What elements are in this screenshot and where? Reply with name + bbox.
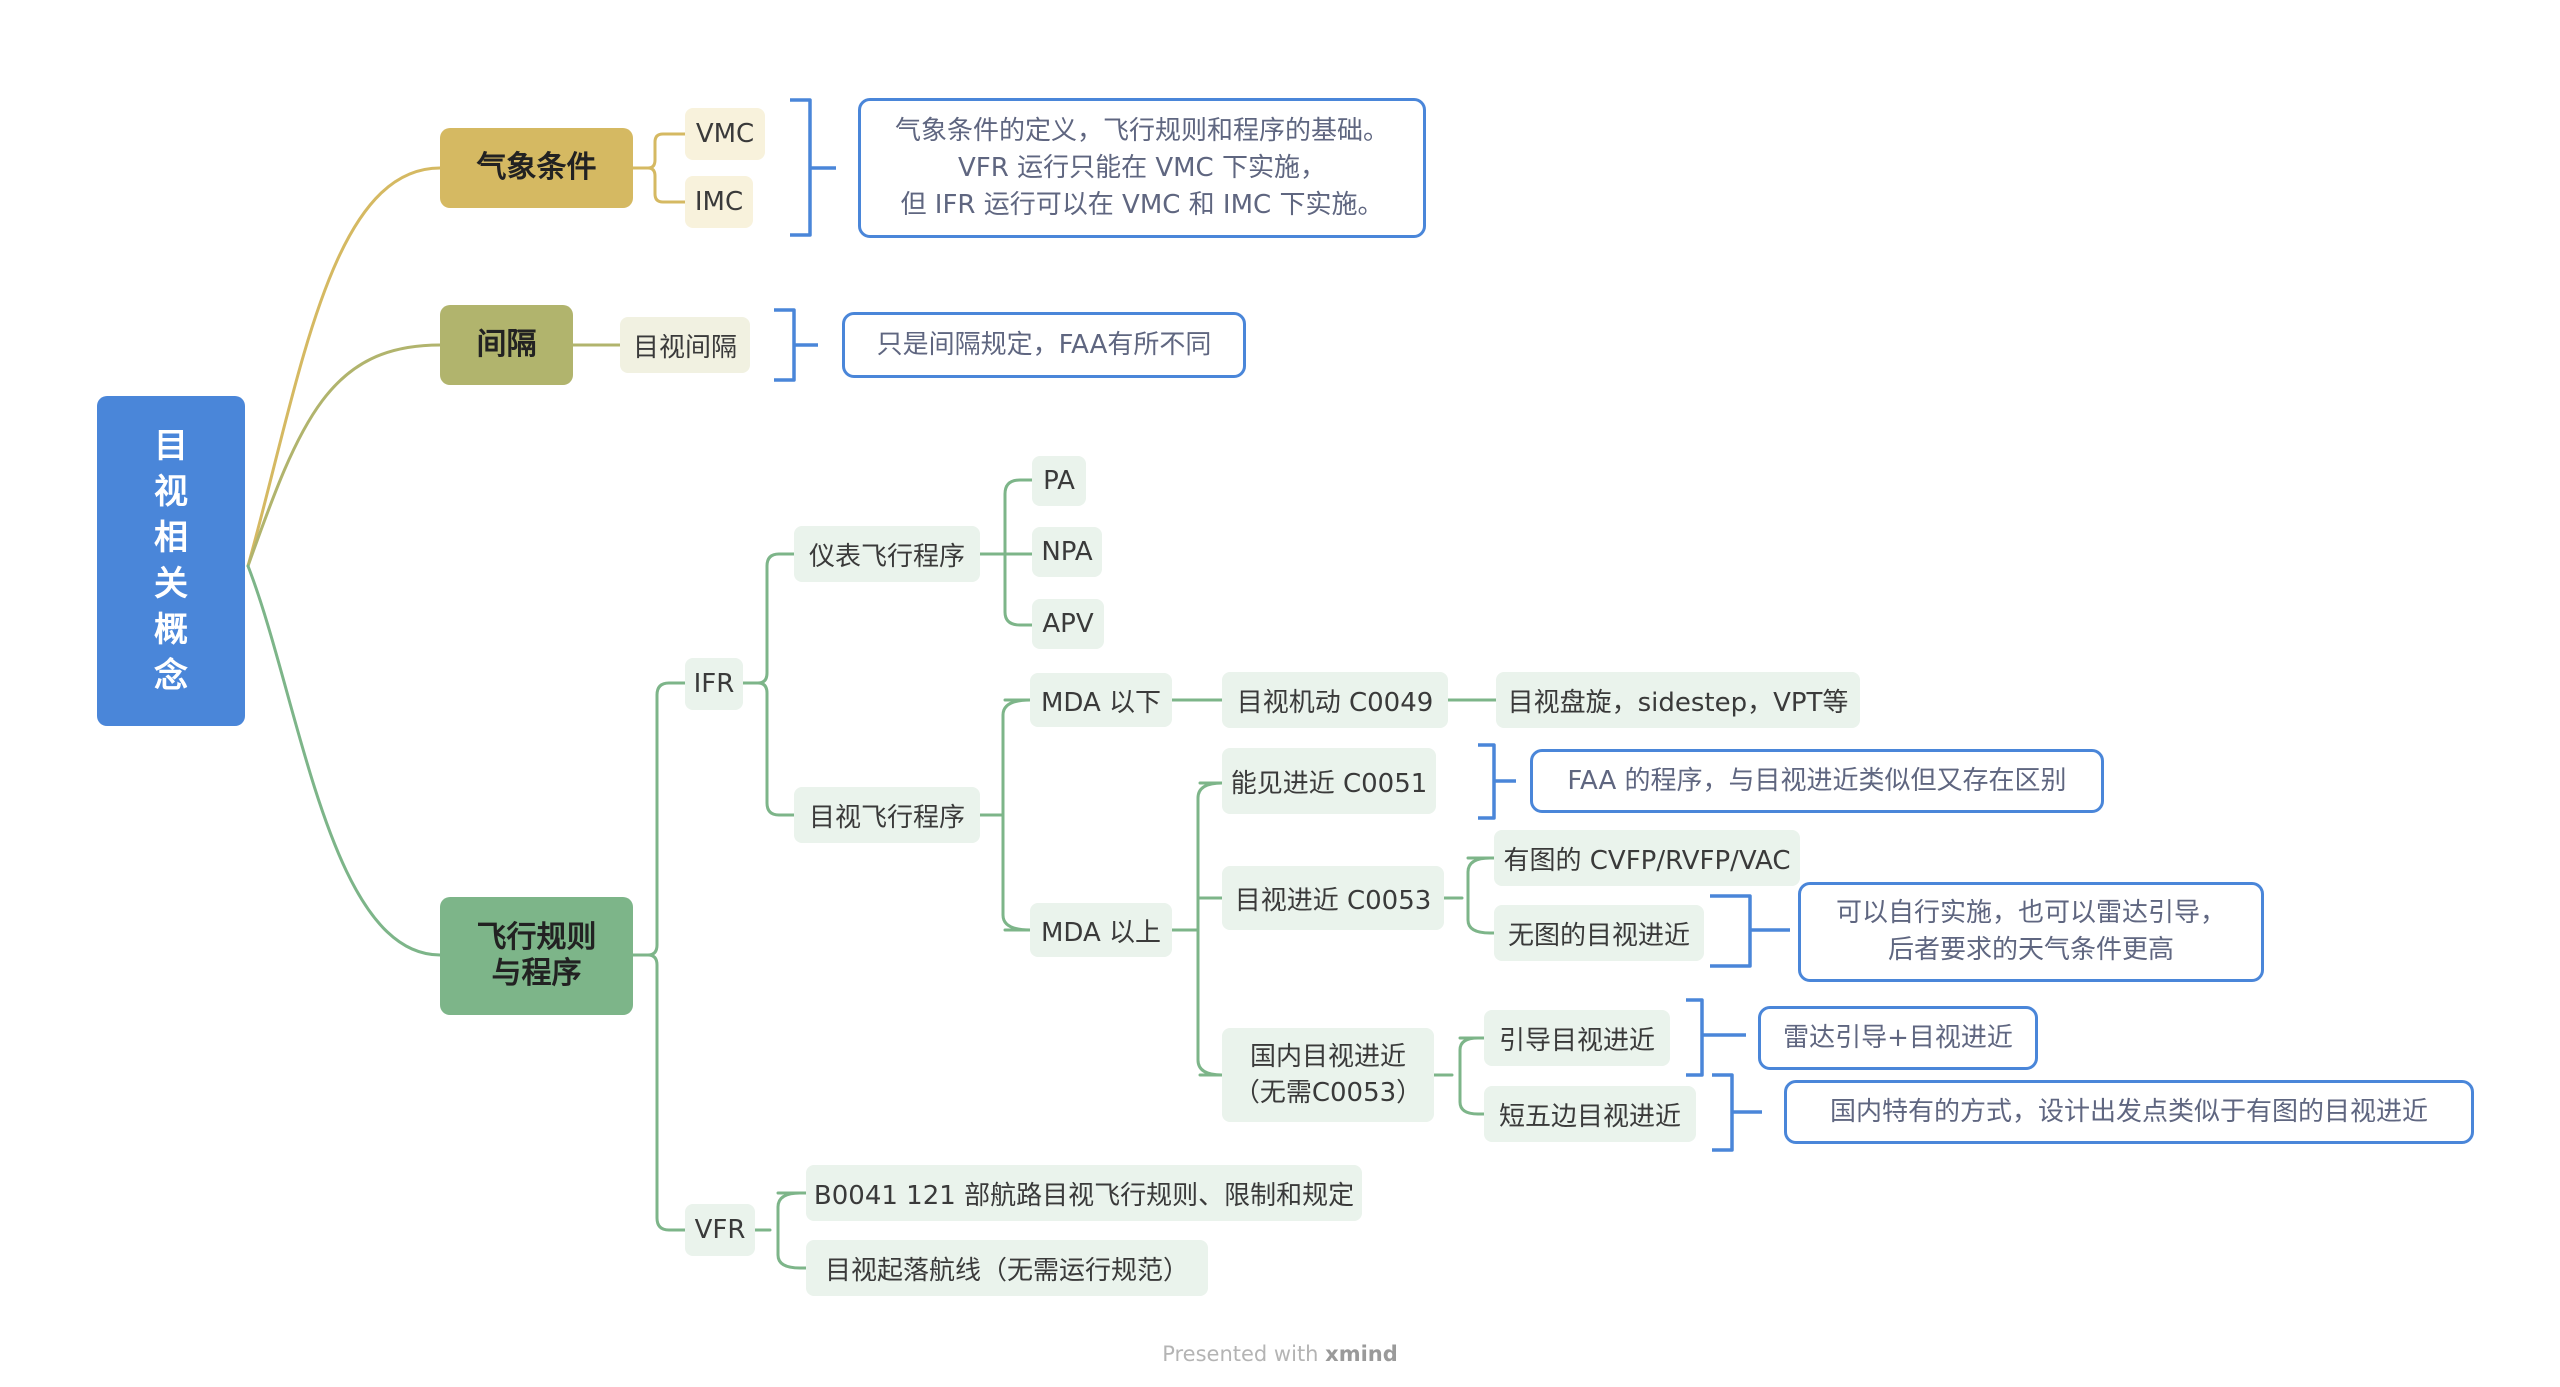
root-char: 念 [154, 656, 188, 696]
connector-approach-children [1442, 856, 1496, 935]
topic-domestic-line: 国内目视进近 [1249, 1042, 1406, 1072]
root-char: 目 [154, 426, 188, 466]
topic-visual-procedures[interactable]: 目视飞行程序 [794, 787, 980, 843]
topic-visual-maneuver[interactable]: 目视机动 C0049 [1222, 672, 1448, 728]
root-topic[interactable]: 目 视 相 关 概 念 [97, 396, 245, 726]
topic-charted-approach[interactable]: 有图的 CVFP/RVFP/VAC [1494, 830, 1800, 886]
root-char: 相 [154, 518, 188, 558]
connector-ifr-instrument [741, 552, 796, 685]
topic-rules-line: 飞行规则 [476, 920, 597, 955]
connector-rules-ifr [631, 681, 687, 957]
note-line: 气象条件的定义，飞行规则和程序的基础。 [894, 115, 1389, 146]
topic-rules[interactable]: 飞行规则 与程序 [440, 897, 633, 1015]
topic-visual-approach[interactable]: 目视进近 C0053 [1222, 866, 1444, 930]
topic-short-final-approach[interactable]: 短五边目视进近 [1484, 1086, 1696, 1142]
bracket-guided [1686, 998, 1746, 1077]
connector-root-spacing [246, 343, 442, 568]
note-short-final-approach[interactable]: 国内特有的方式，设计出发点类似于有图的目视进近 [1784, 1080, 2474, 1144]
note-line: 后者要求的天气条件更高 [1887, 935, 2174, 965]
topic-domestic-approach[interactable]: 国内目视进近 （无需C0053） [1222, 1028, 1434, 1122]
connector-vfr-children [753, 1191, 808, 1270]
topic-ifr[interactable]: IFR [685, 658, 743, 710]
root-char: 视 [154, 472, 188, 512]
connector-root-weather [246, 166, 442, 568]
topic-below-mda[interactable]: MDA 以下 [1030, 673, 1172, 727]
topic-imc[interactable]: IMC [685, 176, 753, 228]
bracket-contact [1478, 743, 1516, 820]
connector-domestic-children [1432, 1036, 1486, 1116]
connector-root-rules [246, 564, 442, 957]
topic-vmc[interactable]: VMC [685, 108, 765, 160]
topic-npa[interactable]: NPA [1032, 527, 1102, 577]
connector-rules-vfr [646, 953, 687, 1232]
footer-credit: Presented with xmind [1000, 1342, 1560, 1366]
note-line: 但 IFR 运行可以在 VMC 和 IMC 下实施。 [900, 189, 1384, 220]
topic-visual-separation[interactable]: 目视间隔 [620, 317, 750, 373]
note-line: VFR 运行只能在 VMC 下实施， [958, 152, 1326, 183]
topic-uncharted-approach[interactable]: 无图的目视进近 [1494, 905, 1704, 961]
note-line: 可以自行实施，也可以雷达引导， [1835, 898, 2226, 928]
connector-weather-vmc [631, 132, 687, 170]
topic-b0041[interactable]: B0041 121 部航路目视飞行规则、限制和规定 [806, 1165, 1362, 1221]
topic-weather[interactable]: 气象条件 [440, 128, 633, 208]
footer-prefix: Presented with [1162, 1342, 1326, 1366]
topic-pa[interactable]: PA [1032, 456, 1086, 506]
bracket-uncharted [1710, 894, 1790, 968]
footer-brand: xmind [1325, 1342, 1398, 1366]
connector-ifr-visual [756, 681, 796, 817]
root-char: 概 [154, 610, 188, 650]
topic-instrument-procedures[interactable]: 仪表飞行程序 [794, 526, 980, 582]
connector-above-children [1170, 781, 1224, 1077]
topic-domestic-line: （无需C0053） [1233, 1078, 1423, 1108]
topic-guided-approach[interactable]: 引导目视进近 [1484, 1010, 1670, 1066]
note-guided-approach[interactable]: 雷达引导+目视进近 [1758, 1006, 2038, 1070]
topic-maneuver-detail[interactable]: 目视盘旋，sidestep，VPT等 [1496, 672, 1860, 728]
connector-instrument-items [978, 478, 1034, 627]
connector-weather-imc [646, 166, 687, 204]
bracket-weather [790, 98, 836, 237]
note-contact-approach[interactable]: FAA 的程序，与目视进近类似但又存在区别 [1530, 749, 2104, 813]
connector-visual-mda [978, 698, 1032, 932]
topic-apv[interactable]: APV [1032, 599, 1104, 649]
note-weather[interactable]: 气象条件的定义，飞行规则和程序的基础。 VFR 运行只能在 VMC 下实施， 但… [858, 98, 1426, 238]
root-char: 关 [154, 564, 188, 604]
bracket-spacing [774, 308, 818, 382]
topic-visual-traffic-pattern[interactable]: 目视起落航线（无需运行规范） [806, 1240, 1208, 1296]
topic-vfr[interactable]: VFR [685, 1204, 755, 1256]
topic-spacing[interactable]: 间隔 [440, 305, 573, 385]
topic-rules-line: 与程序 [491, 956, 582, 991]
note-spacing[interactable]: 只是间隔规定，FAA有所不同 [842, 312, 1246, 378]
topic-contact-approach[interactable]: 能见进近 C0051 [1222, 748, 1436, 814]
note-uncharted-approach[interactable]: 可以自行实施，也可以雷达引导， 后者要求的天气条件更高 [1798, 882, 2264, 982]
topic-above-mda[interactable]: MDA 以上 [1030, 903, 1172, 957]
bracket-short [1712, 1073, 1762, 1152]
